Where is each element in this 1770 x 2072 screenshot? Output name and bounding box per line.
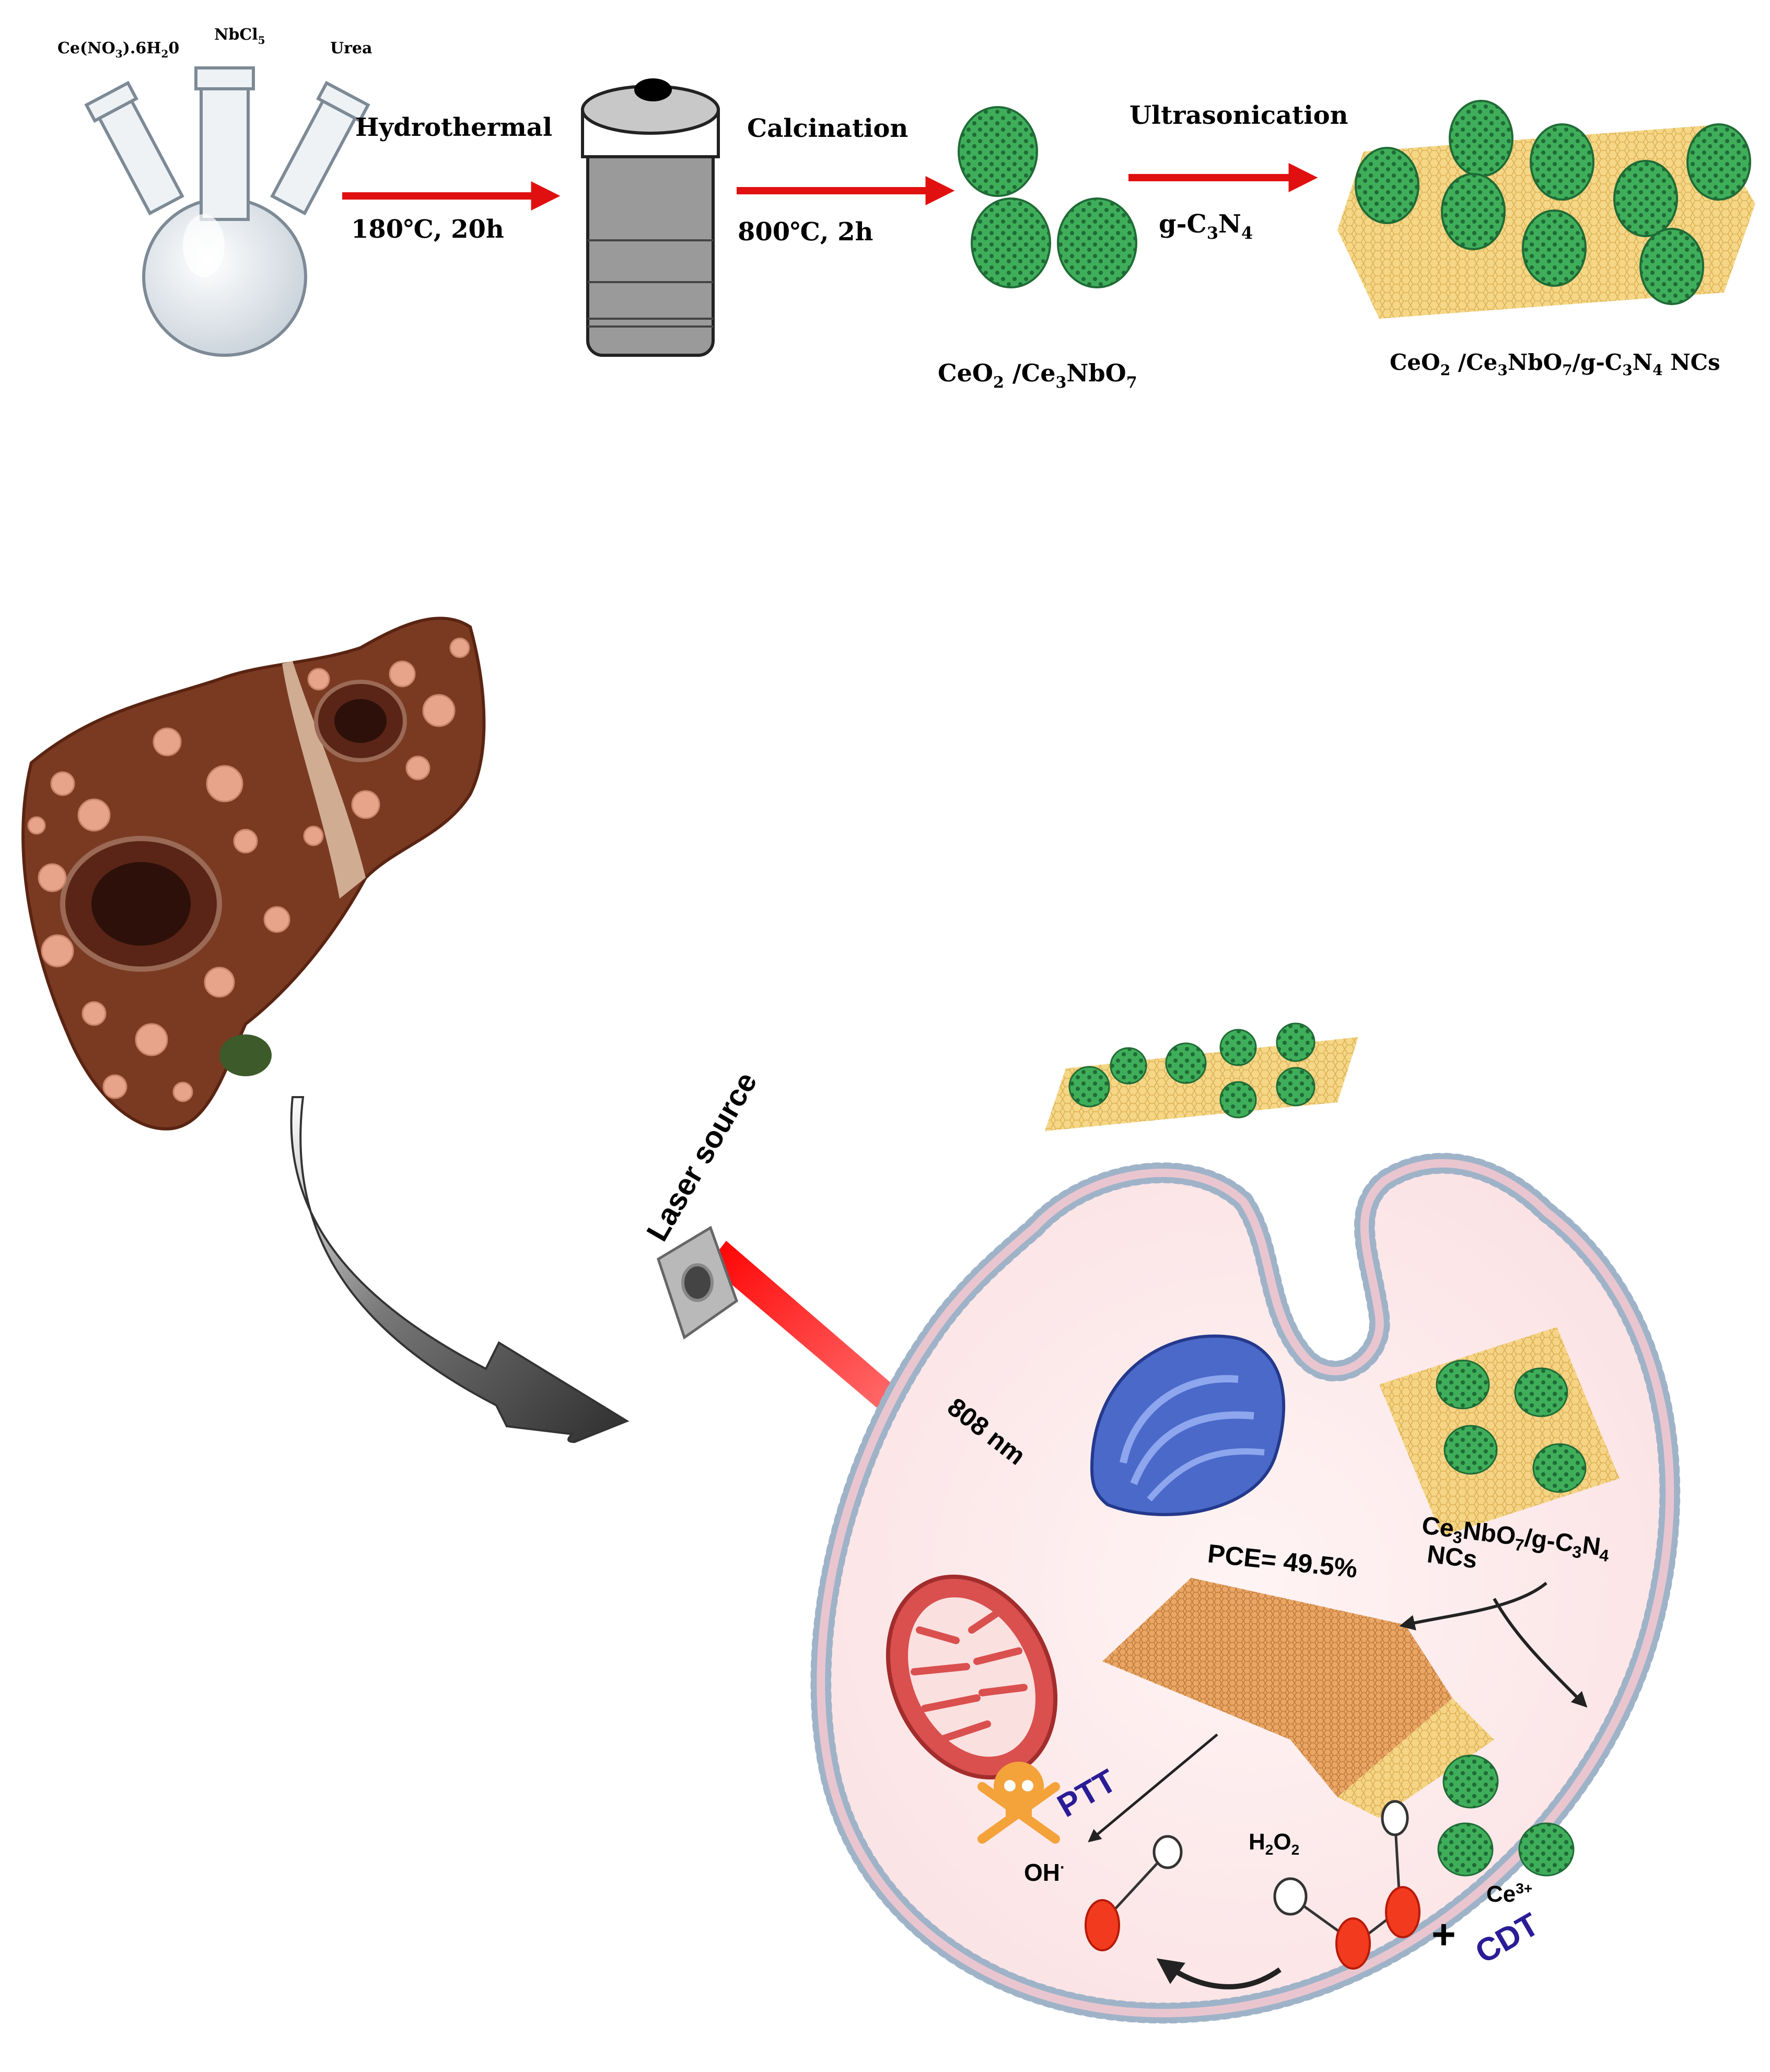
three-neck-flask-icon <box>84 66 370 357</box>
arrow-cdt <box>1156 1958 1282 1989</box>
composite-sheet-internalized <box>1379 1327 1620 1536</box>
nanocomposite-label: Ce3NbO7/g-C3N4 <box>1420 1511 1612 1565</box>
liver-tumor-icon <box>21 616 486 1131</box>
arrow-ptt <box>1088 1733 1218 1843</box>
ce3-ion-label: Ce3+ <box>1486 1880 1532 1907</box>
arrow-release <box>1493 1598 1588 1708</box>
h2o2-label: H2O2 <box>1249 1829 1299 1858</box>
curved-arrow-icon <box>290 1096 630 1444</box>
heated-gc3n4-sheet <box>1102 1578 1494 1818</box>
composite-sheet <box>1337 100 1755 319</box>
reagent-ce-nitrate: Ce(NO3).6H20 <box>57 39 179 60</box>
step-calcination-label: Calcination <box>747 114 908 143</box>
hydroxyl-radical-molecule <box>1085 1835 1183 1951</box>
arrow-to-sheet <box>1399 1581 1547 1631</box>
plus-sign: + <box>1431 1911 1456 1958</box>
skull-crossbones-icon <box>977 1762 1060 1844</box>
cdt-label: CDT <box>1470 1906 1545 1971</box>
ceo2-ce3nbo7-particles <box>958 106 1137 288</box>
autoclave-icon <box>581 78 720 357</box>
step-ultrasonication-label: Ultrasonication <box>1129 101 1348 130</box>
composite-sheet-entering <box>1045 1022 1358 1131</box>
oh-radical-label: OH· <box>1024 1859 1065 1886</box>
golgi-icon <box>1090 1334 1285 1516</box>
step-calcination-condition: 800℃, 2h <box>738 217 873 247</box>
reagent-urea: Urea <box>330 39 372 57</box>
step-hydrothermal-condition: 180℃, 20h <box>351 215 504 244</box>
step-ultrasonication-reagent: g-C3N4 <box>1159 209 1253 243</box>
mitochondria-icon <box>886 1574 1058 1780</box>
laser-source-icon <box>656 1226 738 1340</box>
laser-source-label: Laser source <box>640 1066 764 1247</box>
step-hydrothermal-label: Hydrothermal <box>355 113 552 142</box>
released-particles <box>1437 1754 1575 1877</box>
reagent-nbcl5: NbCl5 <box>214 26 265 46</box>
nanocomposite-ncs-label: NCs <box>1426 1540 1479 1574</box>
product-nanocomposite: CeO2 /Ce3NbO7/g-C3N4 NCs <box>1390 350 1720 379</box>
product-ceo2-ce3nbo7: CeO2 /Ce3NbO7 <box>938 359 1137 392</box>
h2o2-molecule <box>1273 1800 1420 1970</box>
